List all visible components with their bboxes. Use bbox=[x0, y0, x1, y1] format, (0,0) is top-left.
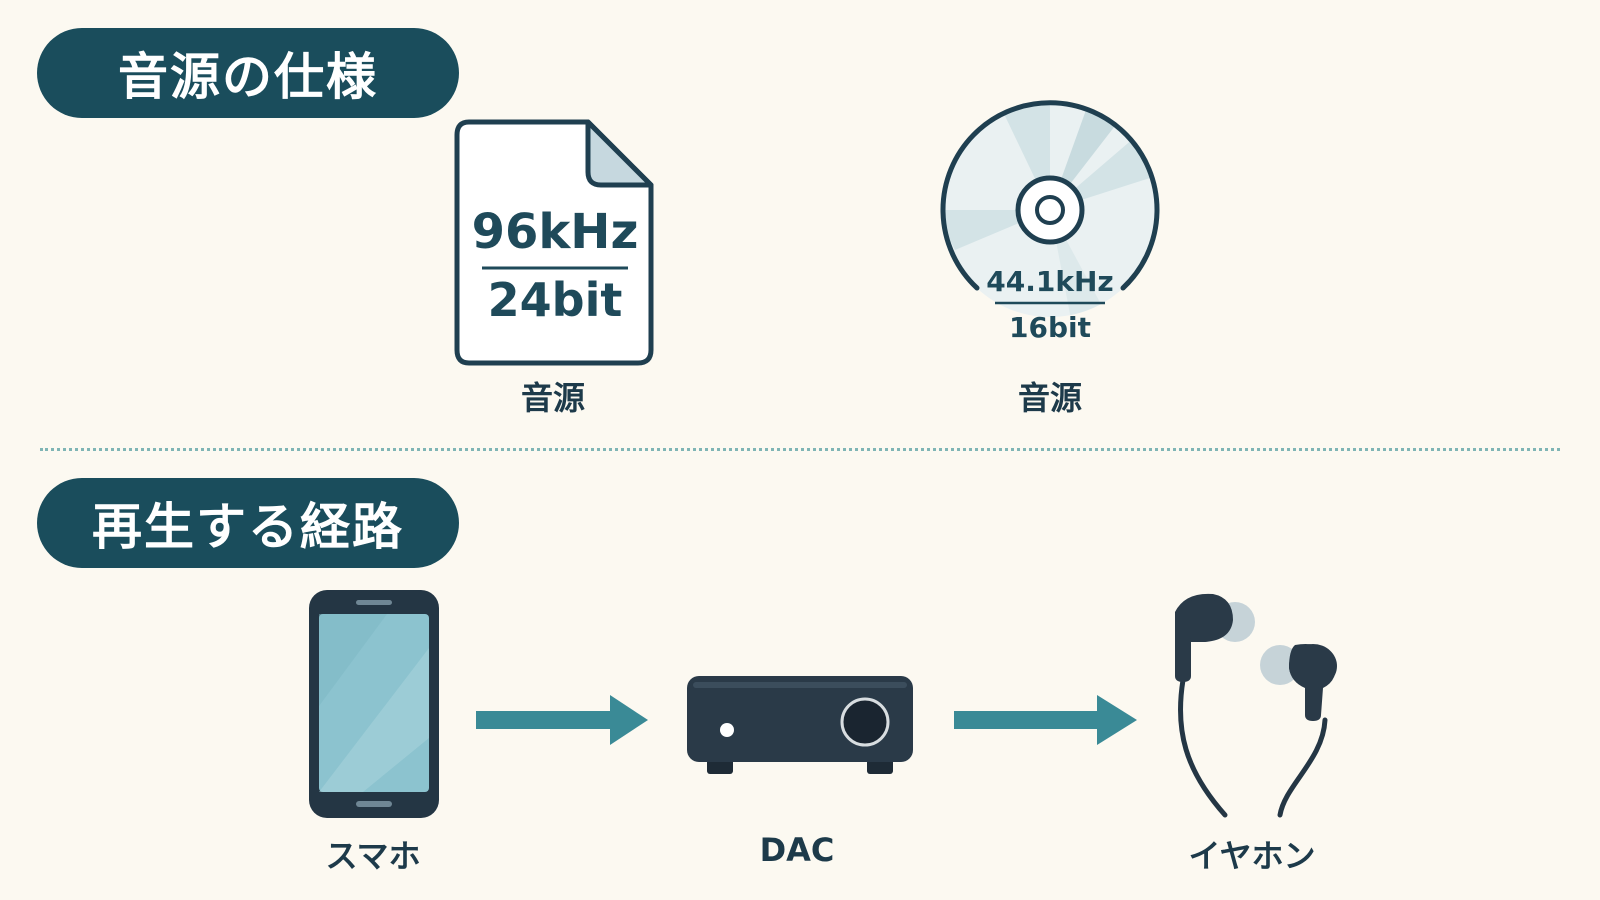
cd-bit-depth: 16bit bbox=[1009, 311, 1091, 344]
cd-disc-icon: 44.1kHz 16bit bbox=[940, 100, 1160, 344]
route-output-label: イヤホン bbox=[1188, 837, 1316, 875]
cd-sample-rate: 44.1kHz bbox=[986, 265, 1113, 298]
file-bit-depth: 24bit bbox=[488, 273, 623, 327]
section-divider bbox=[40, 448, 1560, 451]
smartphone-icon bbox=[309, 590, 439, 818]
earphones-icon bbox=[1175, 593, 1337, 818]
arrow-right-icon bbox=[954, 695, 1137, 745]
section-title-route: 再生する経路 bbox=[37, 478, 459, 568]
hires-file-icon: 96kHz 24bit bbox=[454, 119, 654, 366]
arrow-right-icon bbox=[476, 695, 648, 745]
cd-caption: 音源 bbox=[1017, 379, 1082, 417]
route-dac-label: DAC bbox=[759, 831, 835, 869]
route-source-label: スマホ bbox=[325, 837, 421, 875]
section-title-spec: 音源の仕様 bbox=[37, 28, 459, 118]
file-sample-rate: 96kHz bbox=[472, 204, 639, 260]
dac-device-icon bbox=[687, 676, 913, 774]
file-caption: 音源 bbox=[520, 379, 585, 417]
